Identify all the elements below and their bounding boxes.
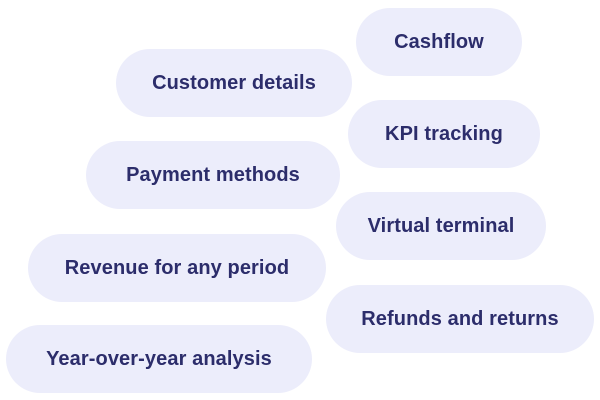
feature-chip-label: Refunds and returns <box>361 307 559 330</box>
feature-chip-kpi-tracking[interactable]: KPI tracking <box>348 100 540 168</box>
feature-chip-label: Customer details <box>152 71 316 94</box>
feature-chip-label: Revenue for any period <box>64 256 290 279</box>
feature-chip-customer-details[interactable]: Customer details <box>116 49 352 117</box>
feature-chip-cashflow[interactable]: Cashflow <box>356 8 522 76</box>
feature-chip-payment-methods[interactable]: Payment methods <box>86 141 340 209</box>
feature-chip-label: Year-over-year analysis <box>46 347 272 370</box>
feature-chip-label: Virtual terminal <box>367 214 515 237</box>
feature-chip-label: Cashflow <box>394 30 484 53</box>
feature-chip-label: Payment methods <box>126 163 300 186</box>
feature-chip-refunds-and-returns[interactable]: Refunds and returns <box>326 285 594 353</box>
feature-chip-revenue-for-any-period[interactable]: Revenue for any period <box>28 234 326 302</box>
feature-chip-label: KPI tracking <box>385 122 503 145</box>
feature-chip-virtual-terminal[interactable]: Virtual terminal <box>336 192 546 260</box>
feature-chip-year-over-year-analysis[interactable]: Year-over-year analysis <box>6 325 312 393</box>
